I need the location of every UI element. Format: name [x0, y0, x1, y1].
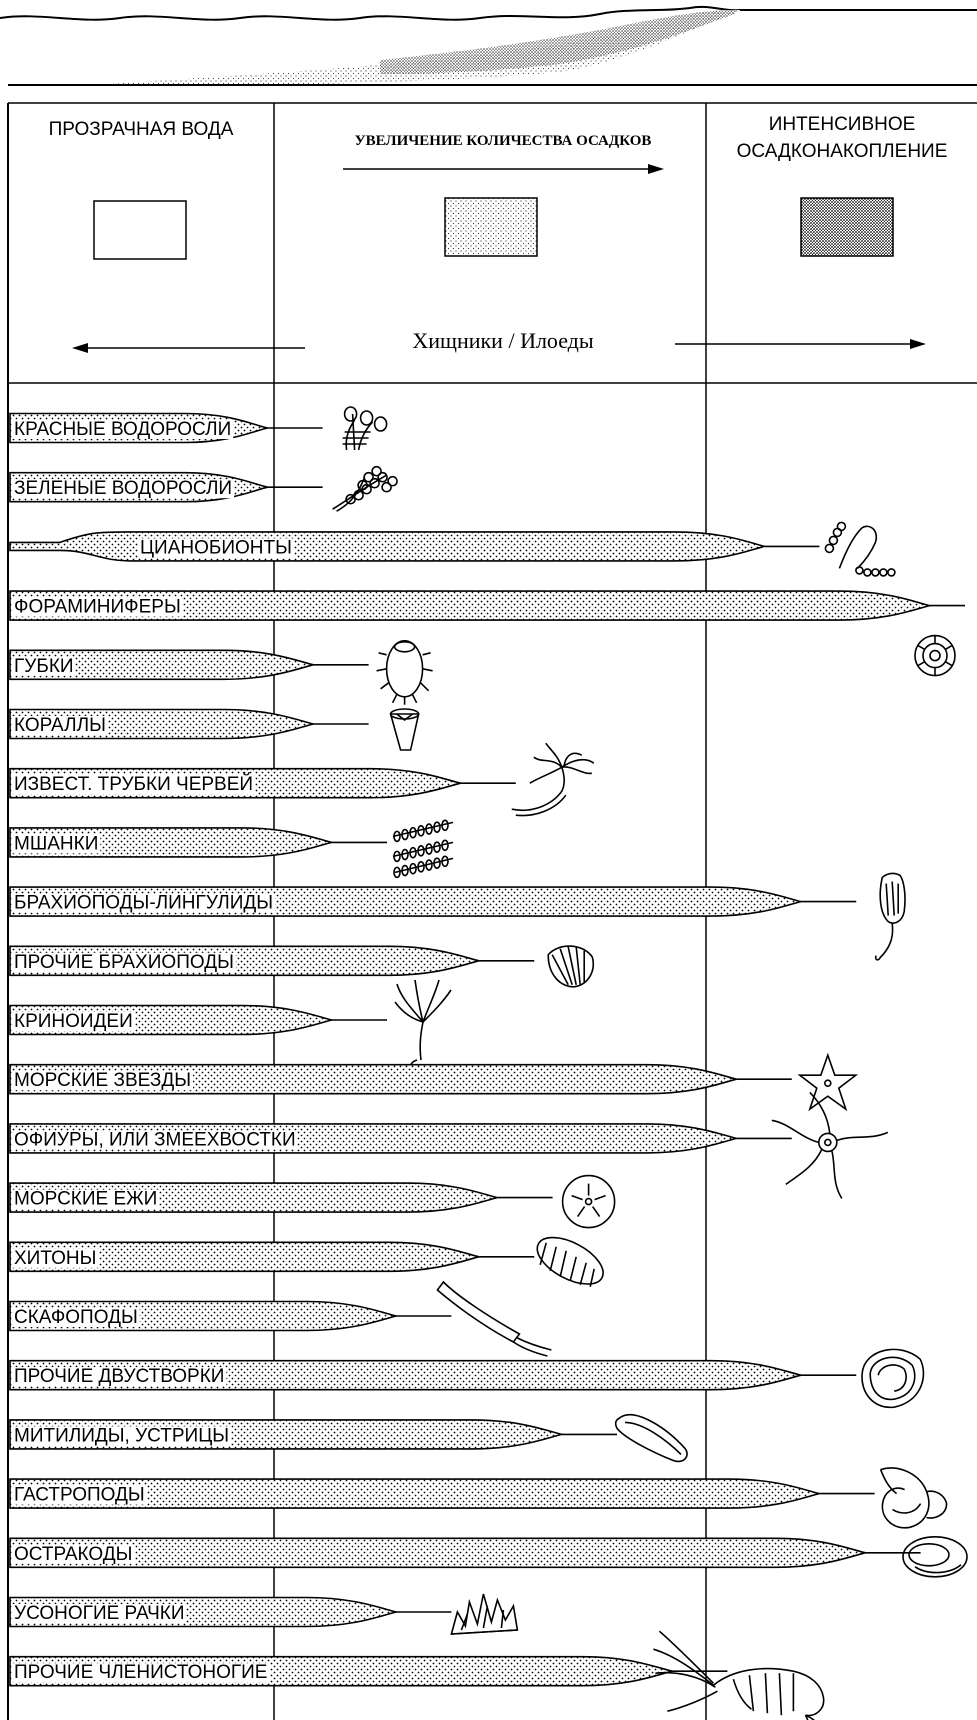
organism-label: ФОРАМИНИФЕРЫ: [14, 597, 181, 618]
organism-label: МОРСКИЕ ЗВЕЗДЫ: [14, 1070, 191, 1091]
organism-label: ОСТРАКОДЫ: [14, 1544, 132, 1565]
organism-range-row: ПРОЧИЕ ДВУСТВОРКИ: [10, 1349, 923, 1407]
organism-range-row: ЗЕЛЕНЫЕ ВОДОРОСЛИ: [10, 467, 397, 512]
scaphopod-tusk-icon: [437, 1282, 551, 1356]
organism-label: ГУБКИ: [14, 656, 74, 677]
chiton-icon: [530, 1228, 610, 1294]
organism-label: МИТИЛИДЫ, УСТРИЦЫ: [14, 1425, 229, 1446]
organism-range-row: КРИНОИДЕИ: [10, 980, 451, 1068]
intensive-heading-line2: ОСАДКОНАКОПЛЕНИЕ: [737, 141, 948, 162]
organism-range-row: МОРСКИЕ ЕЖИ: [10, 1176, 615, 1228]
organism-range-row: ИЗВЕСТ. ТРУБКИ ЧЕРВЕЙ: [10, 743, 594, 815]
intensive-heading-line1: ИНТЕНСИВНОЕ: [769, 114, 916, 135]
bryozoan-icon: [393, 820, 453, 877]
organism-label: КРАСНЫЕ ВОДОРОСЛИ: [14, 419, 231, 440]
clear-water-heading: ПРОЗРАЧНАЯ ВОДА: [49, 119, 234, 140]
lingulid-brachiopod-icon: [876, 873, 905, 959]
organism-range-row: ПРОЧИЕ БРАХИОПОДЫ: [10, 946, 593, 987]
organism-range-row: МШАНКИ: [10, 820, 453, 877]
organism-label: ИЗВЕСТ. ТРУБКИ ЧЕРВЕЙ: [14, 773, 253, 795]
sediment-increase-arrow: [343, 164, 664, 174]
intensive-sediment-swatch: [801, 198, 893, 256]
organism-range-row: ОСТРАКОДЫ: [10, 1537, 967, 1577]
left-arrow: [72, 343, 305, 353]
organism-label: ГАСТРОПОДЫ: [14, 1485, 145, 1506]
sediment-profile-banner: [0, 7, 977, 86]
barnacle-icon: [451, 1594, 517, 1634]
mussel-icon: [616, 1415, 687, 1462]
brittle-star-icon: [772, 1092, 888, 1198]
organism-range-row: УСОНОГИЕ РАЧКИ: [10, 1594, 517, 1634]
gastropod-icon: [881, 1468, 947, 1528]
organism-ranges: КРАСНЫЕ ВОДОРОСЛИ ЗЕЛЕНЫЕ ВОДОРОСЛИ ЦИАНОБ…: [10, 407, 967, 1720]
sea-urchin-icon: [563, 1176, 615, 1228]
organism-label: СКАФОПОДЫ: [14, 1307, 138, 1328]
organism-range-row: МОРСКИЕ ЗВЕЗДЫ: [10, 1055, 856, 1109]
organism-range-row: ПРОЧИЕ ЧЛЕНИСТОНОГИЕ: [10, 1631, 824, 1720]
organism-label: МОРСКИЕ ЕЖИ: [14, 1189, 157, 1210]
organism-range-row: КРАСНЫЕ ВОДОРОСЛИ: [10, 407, 387, 450]
coral-icon: [391, 709, 419, 750]
green-algae-icon: [333, 467, 398, 512]
organism-range-row: МИТИЛИДЫ, УСТРИЦЫ: [10, 1415, 687, 1462]
crinoid-icon: [395, 980, 451, 1068]
organism-label: ХИТОНЫ: [14, 1248, 96, 1269]
organism-range-row: ЦИАНОБИОНТЫ: [10, 522, 895, 576]
organism-label: ОФИУРЫ, ИЛИ ЗМЕЕХВОСТКИ: [14, 1129, 296, 1150]
red-algae-icon: [343, 407, 387, 450]
organism-label: ПРОЧИЕ БРАХИОПОДЫ: [14, 952, 234, 973]
organism-range-row: СКАФОПОДЫ: [10, 1282, 551, 1356]
organism-label: МШАНКИ: [14, 833, 98, 854]
clear-water-swatch: [94, 201, 186, 259]
organism-label: УСОНОГИЕ РАЧКИ: [14, 1603, 185, 1624]
sponge-icon: [377, 641, 433, 705]
tube-worm-icon: [512, 743, 594, 815]
ostracod-icon: [903, 1537, 967, 1577]
organism-label: КРИНОИДЕИ: [14, 1011, 133, 1032]
cyanobiont-filament-icon: [825, 522, 895, 576]
organism-label: ПРОЧИЕ ДВУСТВОРКИ: [14, 1366, 224, 1387]
organism-label: ПРОЧИЕ ЧЛЕНИСТОНОГИЕ: [14, 1662, 267, 1683]
organism-range-row: ГУБКИ: [10, 641, 433, 705]
foraminifera-shell-icon: [915, 636, 955, 676]
organism-range-row: ГАСТРОПОДЫ: [10, 1468, 947, 1528]
shrimp-icon: [653, 1631, 823, 1720]
right-arrow: [675, 339, 926, 349]
feeding-types-label: Хищники / Илоеды: [412, 328, 594, 353]
sea-star-icon: [800, 1055, 856, 1109]
organism-label: КОРАЛЛЫ: [14, 715, 106, 736]
organism-range-row: КОРАЛЛЫ: [10, 709, 419, 750]
organism-label: ЗЕЛЕНЫЕ ВОДОРОСЛИ: [14, 478, 232, 499]
moderate-sediment-swatch: [445, 198, 537, 256]
range-bar: [10, 532, 764, 561]
organism-label: ЦИАНОБИОНТЫ: [140, 537, 292, 558]
organism-range-row: ХИТОНЫ: [10, 1228, 610, 1294]
increasing-sediment-heading: УВЕЛИЧЕНИЕ КОЛИЧЕСТВА ОСАДКОВ: [355, 133, 652, 149]
bivalve-icon: [862, 1349, 923, 1407]
brachiopod-shell-icon: [548, 946, 593, 987]
range-bar: [10, 1538, 866, 1567]
organism-label: БРАХИОПОДЫ-ЛИНГУЛИДЫ: [14, 893, 273, 914]
